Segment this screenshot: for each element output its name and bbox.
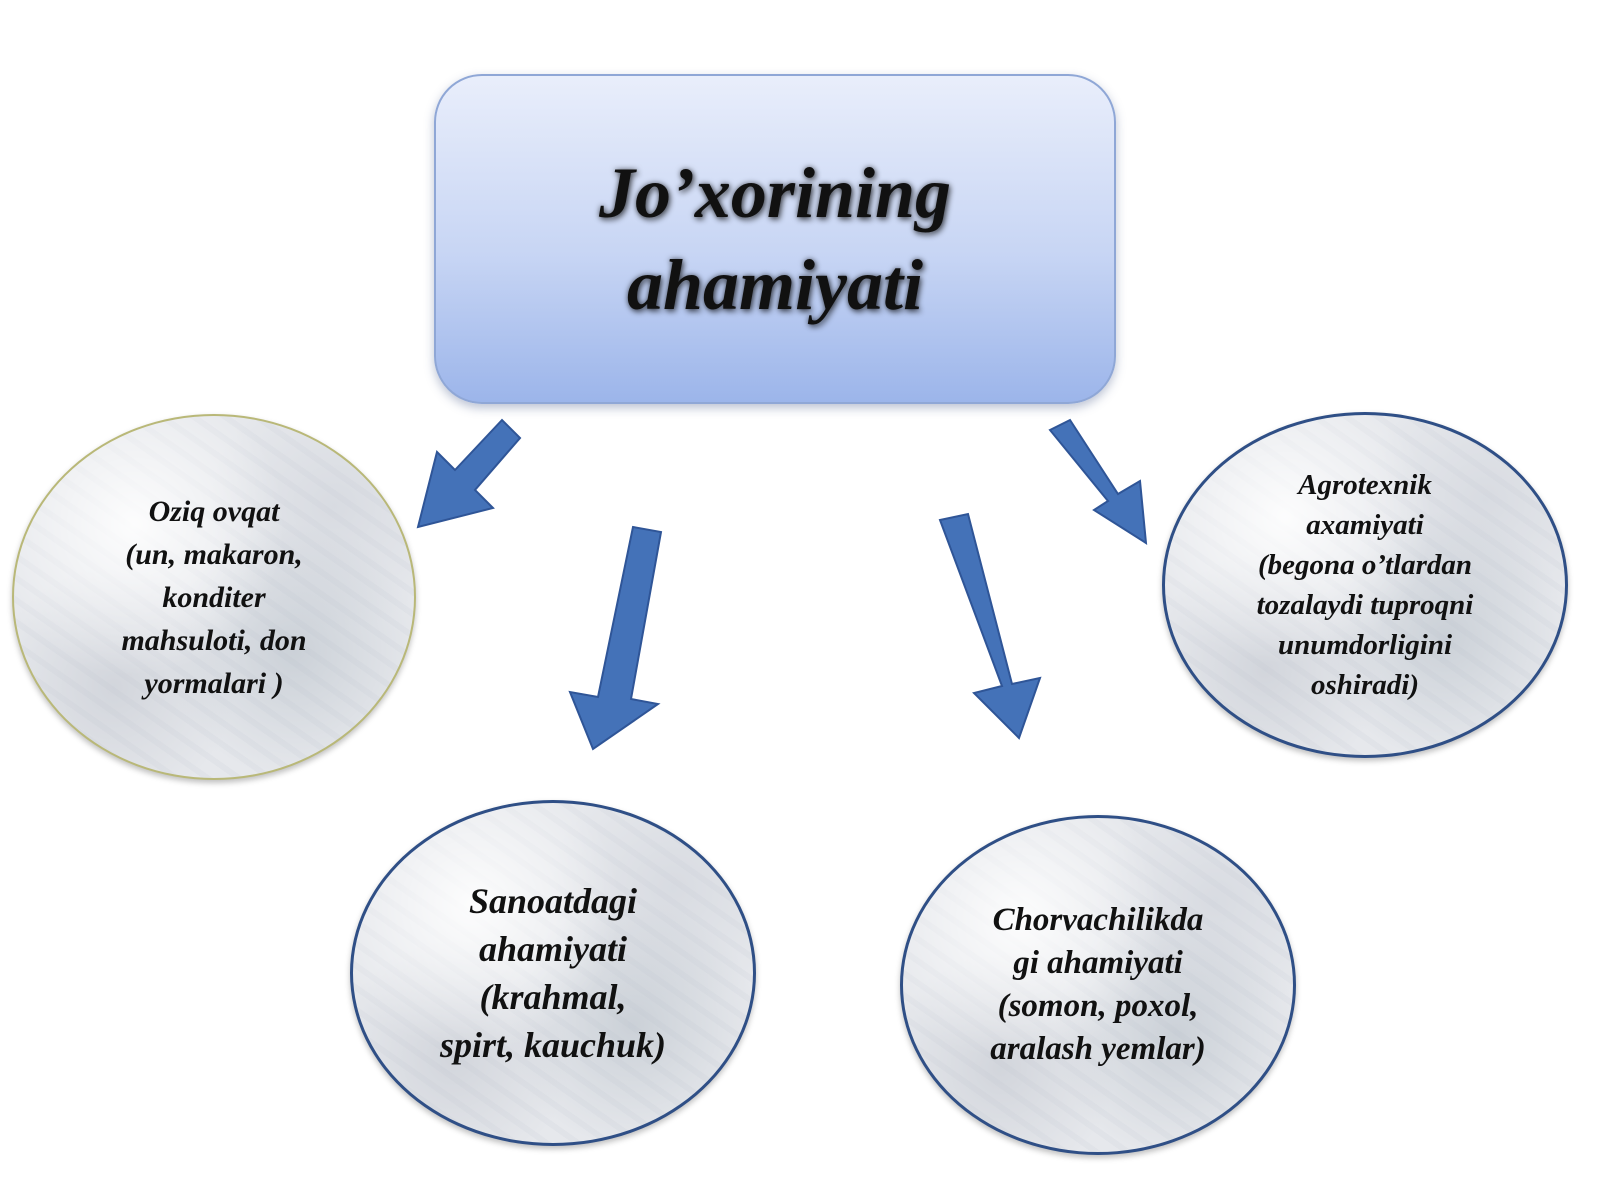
node-agro: Agrotexnik axamiyati (begona o’tlardan t… bbox=[1162, 412, 1568, 758]
arrow-to-industry bbox=[568, 525, 663, 751]
arrow-to-agro bbox=[1048, 418, 1148, 545]
node-industry: Sanoatdagi ahamiyati (krahmal, spirt, ka… bbox=[350, 800, 756, 1146]
node-agro-text: Agrotexnik axamiyati (begona o’tlardan t… bbox=[1256, 469, 1474, 701]
node-livestock: Chorvachilikda gi ahamiyati (somon, poxo… bbox=[900, 815, 1296, 1155]
arrow-to-food bbox=[416, 418, 522, 529]
node-food: Oziq ovqat (un, makaron, konditer mahsul… bbox=[12, 414, 416, 780]
title-box: Jo’xorining ahamiyati bbox=[434, 74, 1116, 404]
node-food-text: Oziq ovqat (un, makaron, konditer mahsul… bbox=[121, 494, 307, 700]
arrow-to-livestock bbox=[938, 512, 1042, 740]
diagram-title: Jo’xorining ahamiyati bbox=[598, 153, 952, 325]
node-industry-text: Sanoatdagi ahamiyati (krahmal, spirt, ka… bbox=[439, 881, 667, 1065]
node-livestock-text: Chorvachilikda gi ahamiyati (somon, poxo… bbox=[990, 902, 1206, 1067]
